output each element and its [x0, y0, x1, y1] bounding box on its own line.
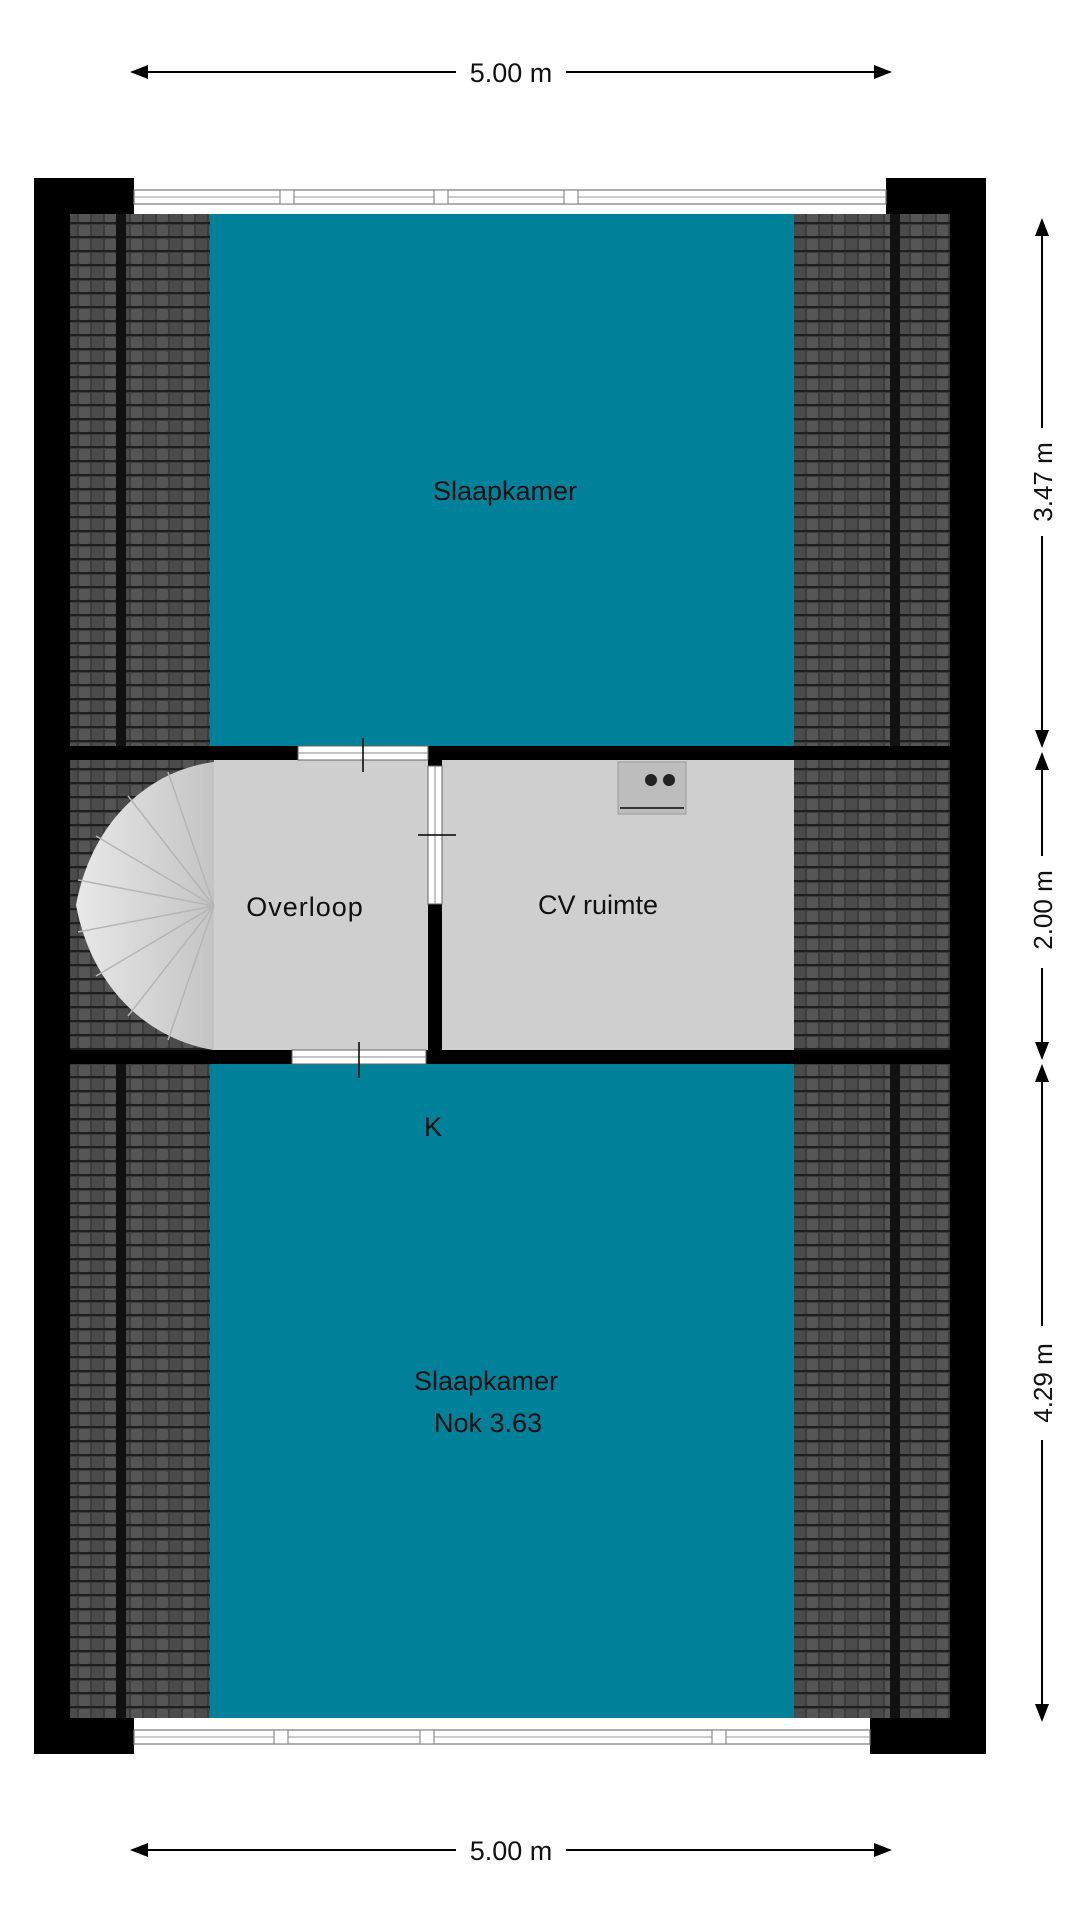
right-middle-label: 2.00 m	[1028, 870, 1058, 950]
building	[34, 178, 986, 1754]
k-marker-label: K	[424, 1112, 442, 1142]
right-bottom-label: 4.29 m	[1028, 1343, 1058, 1423]
arrow-right-icon	[874, 65, 892, 79]
arrow-up-icon	[1035, 1064, 1049, 1082]
bottom-bedroom-floor	[210, 1064, 794, 1718]
arrow-up-icon	[1035, 752, 1049, 770]
wall-bottom	[70, 1050, 950, 1064]
wall-top	[70, 746, 950, 760]
top-width-label: 5.00 m	[470, 58, 553, 88]
arrow-up-icon	[1035, 218, 1049, 236]
right-dimension: 3.47 m 2.00 m 4.29 m	[1028, 218, 1058, 1722]
bottom-bedroom-label: Slaapkamer	[414, 1366, 558, 1396]
top-dimension: 5.00 m	[130, 58, 892, 88]
boiler-room-label: CV ruimte	[538, 890, 658, 920]
bottom-bedroom-sublabel: Nok 3.63	[434, 1408, 542, 1438]
bottom-dimension: 5.00 m	[130, 1836, 892, 1866]
landing-label: Overloop	[246, 892, 364, 922]
arrow-down-icon	[1035, 1704, 1049, 1722]
bottom-window	[133, 1718, 871, 1754]
top-bedroom-label: Slaapkamer	[433, 476, 577, 506]
top-door	[297, 738, 429, 772]
top-window	[133, 178, 887, 214]
arrow-down-icon	[1035, 730, 1049, 748]
bottom-width-label: 5.00 m	[470, 1836, 553, 1866]
right-top-label: 3.47 m	[1028, 442, 1058, 522]
arrow-left-icon	[130, 65, 148, 79]
boiler-icon	[617, 761, 687, 815]
arrow-right-icon	[874, 1843, 892, 1857]
landing-floor	[214, 760, 428, 1050]
bottom-door	[291, 1042, 427, 1078]
top-bedroom-floor	[210, 214, 794, 746]
spiral-staircase	[76, 762, 215, 1050]
arrow-left-icon	[130, 1843, 148, 1857]
divider-door	[418, 765, 456, 905]
arrow-down-icon	[1035, 1042, 1049, 1060]
